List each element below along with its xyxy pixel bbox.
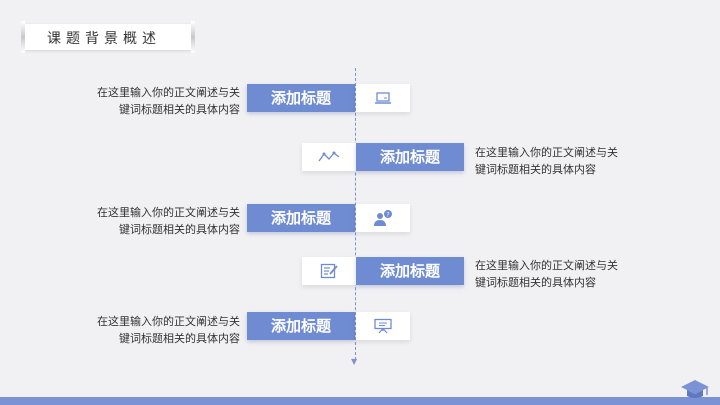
- item-3-desc-line1: 在这里输入你的正文阐述与关: [97, 206, 240, 219]
- timeline-arrow-icon: ▼: [351, 357, 358, 366]
- item-2-icon-box: [302, 143, 356, 171]
- item-5-description: 在这里输入你的正文阐述与关 键词标题相关的具体内容: [70, 313, 240, 347]
- item-4-description: 在这里输入你的正文阐述与关 键词标题相关的具体内容: [475, 257, 645, 291]
- item-4-icon-box: [302, 257, 356, 285]
- item-3-heading: 添加标题: [247, 204, 355, 232]
- item-1-desc-line1: 在这里输入你的正文阐述与关: [97, 86, 240, 99]
- item-5-icon-box: [356, 312, 410, 340]
- item-5-desc-line2: 键词标题相关的具体内容: [119, 332, 240, 345]
- timeline-line: [355, 68, 356, 360]
- page-title: 课题背景概述: [47, 31, 161, 47]
- item-5-desc-line1: 在这里输入你的正文阐述与关: [97, 315, 240, 328]
- svg-text:?: ?: [386, 212, 389, 219]
- item-1-icon-box: [356, 84, 410, 112]
- title-tab: 课题背景概述: [21, 21, 195, 53]
- item-2-description: 在这里输入你的正文阐述与关 键词标题相关的具体内容: [475, 144, 645, 178]
- item-1-description: 在这里输入你的正文阐述与关 键词标题相关的具体内容: [70, 84, 240, 118]
- item-1-heading: 添加标题: [247, 84, 355, 112]
- item-5-heading: 添加标题: [247, 312, 355, 340]
- item-1-desc-line2: 键词标题相关的具体内容: [119, 103, 240, 116]
- laptop-icon: [375, 92, 391, 104]
- item-4-heading: 添加标题: [356, 257, 464, 285]
- item-2-desc-line2: 键词标题相关的具体内容: [475, 163, 596, 176]
- item-3-desc-line2: 键词标题相关的具体内容: [119, 223, 240, 236]
- bottom-bar: [0, 397, 720, 405]
- presentation-board-icon: [374, 318, 392, 334]
- item-2-heading: 添加标题: [356, 143, 464, 171]
- item-3-icon-box: ?: [356, 204, 410, 232]
- question-person-icon: ?: [374, 210, 392, 226]
- graduation-cap-icon: [681, 380, 709, 398]
- item-2-desc-line1: 在这里输入你的正文阐述与关: [475, 146, 618, 159]
- trend-line-icon: [318, 151, 340, 162]
- edit-document-icon: [320, 263, 338, 279]
- item-4-desc-line1: 在这里输入你的正文阐述与关: [475, 259, 618, 272]
- item-4-desc-line2: 键词标题相关的具体内容: [475, 276, 596, 289]
- item-3-description: 在这里输入你的正文阐述与关 键词标题相关的具体内容: [70, 204, 240, 238]
